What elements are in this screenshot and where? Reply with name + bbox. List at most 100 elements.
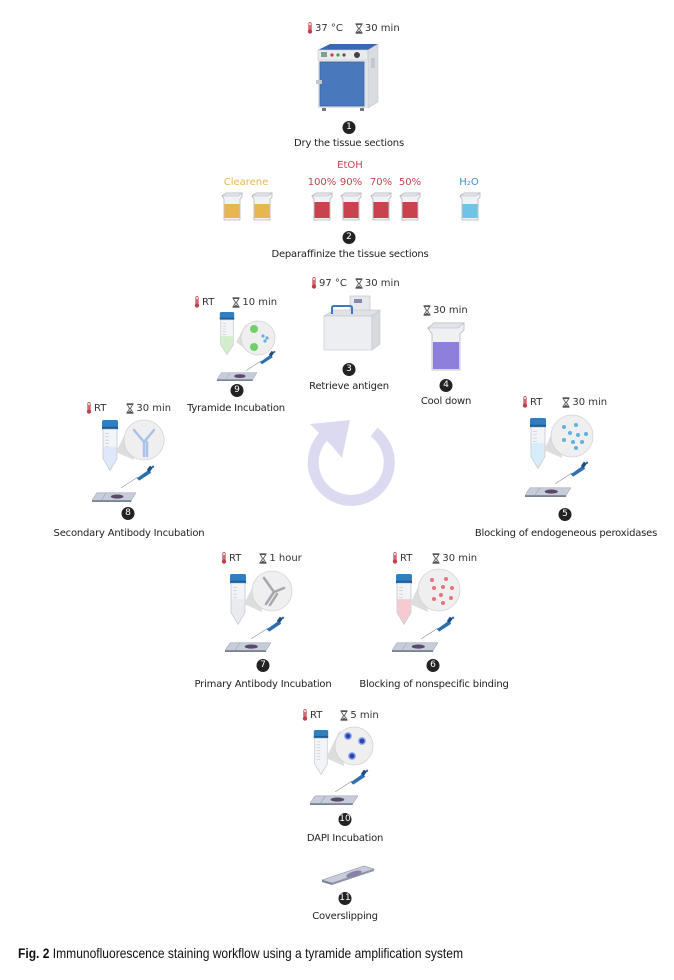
step-number-badge: 11	[338, 892, 352, 905]
step3-conditions: 97 °C 30 min	[311, 277, 400, 289]
step10-title: DAPI Incubation	[306, 833, 384, 844]
step8-conditions: RT 30 min	[86, 402, 171, 414]
slide-icon	[217, 372, 257, 381]
primary-antibody-magnified-view	[244, 570, 293, 612]
tyramide-magnified-view	[236, 320, 276, 356]
hourglass-icon	[355, 278, 363, 289]
figure-caption: Fig. 2 Immunofluorescence staining workf…	[18, 945, 463, 961]
clearene-jar-2	[251, 192, 273, 221]
step3-title: Retrieve antigen	[309, 381, 389, 392]
etoh-label: EtOH	[337, 160, 363, 171]
step4-time: 30 min	[433, 305, 468, 316]
step-number-badge: 7	[256, 659, 270, 672]
step6-title: Blocking of nonspecific binding	[359, 679, 509, 690]
step10-temperature: RT	[310, 709, 323, 721]
step2-title: Deparaffinize the tissue sections	[271, 249, 429, 260]
thermometer-icon	[86, 402, 92, 414]
hourglass-icon	[340, 710, 348, 721]
step-number-badge: 6	[426, 659, 440, 672]
clearene-jar-1	[221, 192, 243, 221]
step-number-badge: 9	[230, 384, 244, 397]
hourglass-icon	[232, 297, 240, 308]
dapi-magnified-view	[326, 726, 374, 766]
step8-title: Secondary Antibody Incubation	[53, 528, 205, 539]
step9-title: Tyramide Incubation	[187, 403, 285, 414]
hourglass-icon	[259, 553, 267, 564]
etoh-jar-50	[399, 192, 421, 221]
hourglass-icon	[562, 397, 570, 408]
etoh-50-label: 50%	[398, 177, 422, 188]
secondary-antibody-magnified-view	[116, 419, 165, 461]
staining-jars-icon	[221, 192, 481, 221]
step-number-badge: 5	[558, 508, 572, 521]
step1-conditions: 37 °C 30 min	[307, 22, 400, 34]
water-jar	[459, 192, 481, 221]
etoh-70-label: 70%	[369, 177, 393, 188]
figure-label: Fig. 2	[18, 945, 50, 961]
hourglass-icon	[126, 403, 134, 414]
step1-title: Dry the tissue sections	[294, 138, 404, 149]
step3-temperature: 97 °C	[319, 277, 347, 289]
oven-icon	[316, 43, 379, 111]
step11-title: Coverslipping	[312, 911, 378, 922]
pipette-icon	[554, 460, 590, 486]
step8-time: 30 min	[136, 402, 172, 414]
step5-conditions: RT 30 min	[522, 396, 607, 408]
step3-time: 30 min	[364, 277, 400, 289]
step1-time: 30 min	[364, 22, 400, 34]
step5-title: Blocking of endogeneous peroxidases	[474, 528, 658, 539]
slide-icon	[310, 795, 358, 805]
peroxidase-block-magnified-view	[544, 414, 594, 458]
etoh-100-label: 100%	[307, 177, 337, 188]
etoh-jar-100	[311, 192, 333, 221]
thermometer-icon	[302, 709, 308, 721]
nonspecific-block-magnified-view	[410, 568, 461, 612]
figure-caption-text: Immunofluorescence staining workflow usi…	[52, 945, 463, 961]
step7-title: Primary Antibody Incubation	[194, 679, 332, 690]
etoh-jar-70	[370, 192, 392, 221]
step5-temperature: RT	[530, 396, 543, 408]
step5-time: 30 min	[572, 396, 608, 408]
water-label: H₂O	[459, 177, 479, 188]
etoh-jar-90	[340, 192, 362, 221]
step-number-badge: 10	[338, 813, 352, 826]
step4-conditions: 30 min	[423, 305, 468, 316]
hourglass-icon	[423, 305, 431, 316]
tube-icon	[394, 574, 414, 626]
beaker-icon	[427, 322, 465, 371]
tube-icon	[100, 420, 120, 472]
step8-temperature: RT	[94, 402, 107, 414]
slide-icon	[392, 642, 438, 652]
step-number-badge: 1	[342, 121, 356, 134]
step-number-badge: 2	[342, 231, 356, 244]
pipette-icon	[334, 768, 370, 794]
step-number-badge: 4	[439, 379, 453, 392]
tube-icon	[528, 418, 548, 470]
water-bath-icon	[322, 295, 381, 351]
etoh-90-label: 90%	[339, 177, 363, 188]
step7-temperature: RT	[229, 552, 242, 564]
pipette-icon	[245, 350, 277, 372]
hourglass-icon	[432, 553, 440, 564]
step7-time: 1 hour	[269, 552, 302, 564]
step6-conditions: RT 30 min	[392, 552, 477, 564]
hourglass-icon	[355, 23, 363, 34]
step4-title: Cool down	[420, 396, 472, 407]
coverslip-slide-icon	[321, 865, 375, 885]
thermometer-icon	[392, 552, 398, 564]
tube-icon	[218, 312, 236, 356]
thermometer-icon	[307, 22, 313, 34]
step10-time: 5 min	[350, 709, 379, 721]
thermometer-icon	[311, 277, 317, 289]
pipette-icon	[420, 615, 456, 641]
step-number-badge: 3	[342, 363, 356, 376]
pipette-icon	[120, 464, 156, 490]
thermometer-icon	[221, 552, 227, 564]
step9-time: 10 min	[242, 296, 278, 308]
step-number-badge: 8	[121, 507, 135, 520]
slide-icon	[525, 487, 571, 497]
thermometer-icon	[194, 296, 200, 308]
step1-temperature: 37 °C	[315, 22, 343, 34]
step9-temperature: RT	[202, 296, 215, 308]
cycle-arrow-icon	[307, 420, 395, 506]
